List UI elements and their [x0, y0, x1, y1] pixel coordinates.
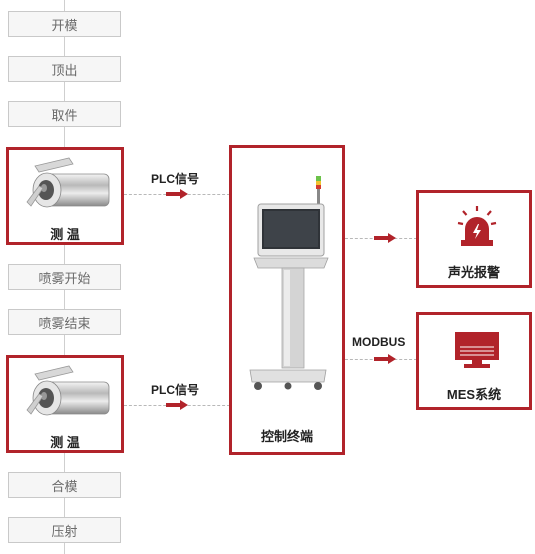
arrow-right-icon	[166, 400, 188, 410]
arrow-right-icon	[374, 354, 396, 364]
step-eject: 顶出	[8, 56, 121, 82]
modbus-label: MODBUS	[352, 335, 406, 349]
step-mold-close: 合模	[8, 472, 121, 498]
sound-light-alarm: 声光报警	[416, 190, 532, 288]
kiosk-terminal-icon	[249, 176, 329, 390]
mes-label: MES系统	[446, 387, 502, 402]
plc-signal-label-1: PLC信号	[151, 172, 200, 186]
sensor-label: 测 温	[50, 227, 80, 242]
step-mold-open: 开模	[8, 11, 121, 37]
alarm-light-icon	[457, 206, 497, 246]
mes-system: MES系统	[416, 312, 532, 410]
step-spray-end: 喷雾结束	[8, 309, 121, 335]
terminal-label: 控制终端	[260, 429, 313, 444]
control-terminal: 控制终端	[229, 145, 345, 455]
step-take-part: 取件	[8, 101, 121, 127]
plc-signal-label-2: PLC信号	[151, 383, 200, 397]
arrow-right-icon	[374, 233, 396, 243]
thermal-camera-icon	[26, 365, 110, 416]
step-injection: 压射	[8, 517, 121, 543]
arrow-right-icon	[166, 189, 188, 199]
alarm-label: 声光报警	[447, 265, 500, 280]
temperature-sensor-2: 测 温	[6, 355, 124, 453]
sensor-label: 测 温	[50, 435, 80, 450]
thermal-camera-icon	[26, 157, 110, 208]
step-spray-start: 喷雾开始	[8, 264, 121, 290]
temperature-sensor-1: 测 温	[6, 147, 124, 245]
monitor-icon	[455, 332, 499, 368]
